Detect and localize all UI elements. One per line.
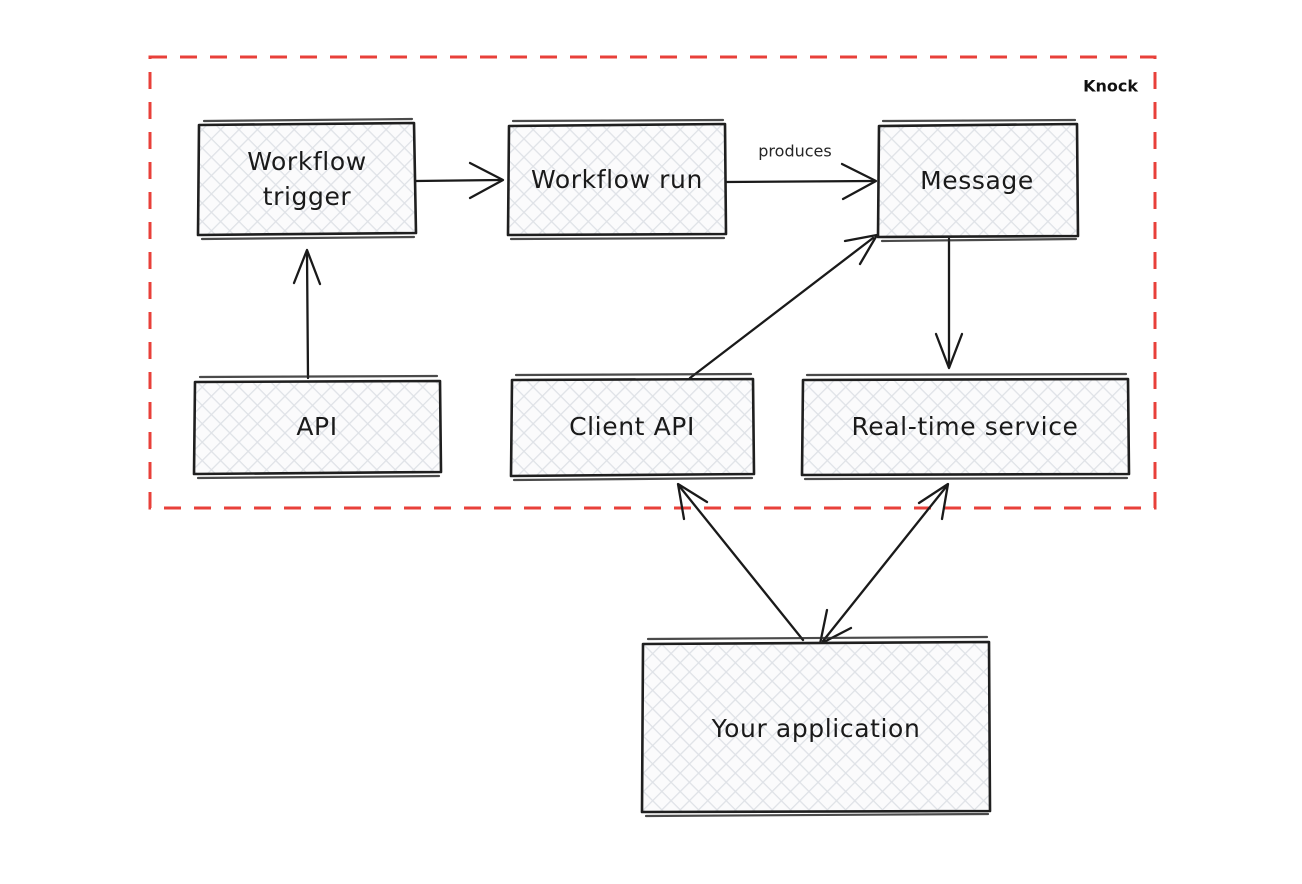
knock-boundary: [148, 55, 1157, 510]
knock-boundary-group: Knock: [148, 55, 1157, 510]
node-realtime-service[interactable]: Real-time service: [800, 372, 1131, 481]
node-label-your-application: Your application: [711, 714, 921, 743]
node-label-client-api: Client API: [569, 412, 695, 441]
edge-trigger-to-run: [414, 161, 505, 200]
node-label-message: Message: [920, 166, 1034, 195]
edge-app-to-client-api: [676, 482, 805, 642]
node-message[interactable]: Message: [876, 118, 1080, 243]
knock-boundary-label: Knock: [1083, 77, 1138, 96]
edge-run-to-message: produces: [723, 142, 878, 201]
node-api[interactable]: API: [192, 374, 443, 480]
node-label-realtime-service: Real-time service: [851, 412, 1078, 441]
node-client-api[interactable]: Client API: [509, 372, 756, 482]
node-label-workflow-run: Workflow run: [531, 165, 703, 194]
edge-api-to-trigger: [292, 248, 322, 380]
node-your-application[interactable]: Your application: [640, 635, 992, 818]
node-label-workflow-trigger-line1: Workflow: [247, 147, 367, 176]
edge-message-to-realtime: [934, 237, 964, 370]
node-label-workflow-trigger-line2: trigger: [263, 182, 352, 211]
node-workflow-trigger[interactable]: Workflow trigger: [196, 117, 418, 241]
node-label-api: API: [296, 412, 337, 441]
node-workflow-run[interactable]: Workflow run: [506, 118, 728, 241]
edge-client-api-to-message: [688, 233, 879, 380]
edge-label-produces: produces: [758, 142, 831, 161]
